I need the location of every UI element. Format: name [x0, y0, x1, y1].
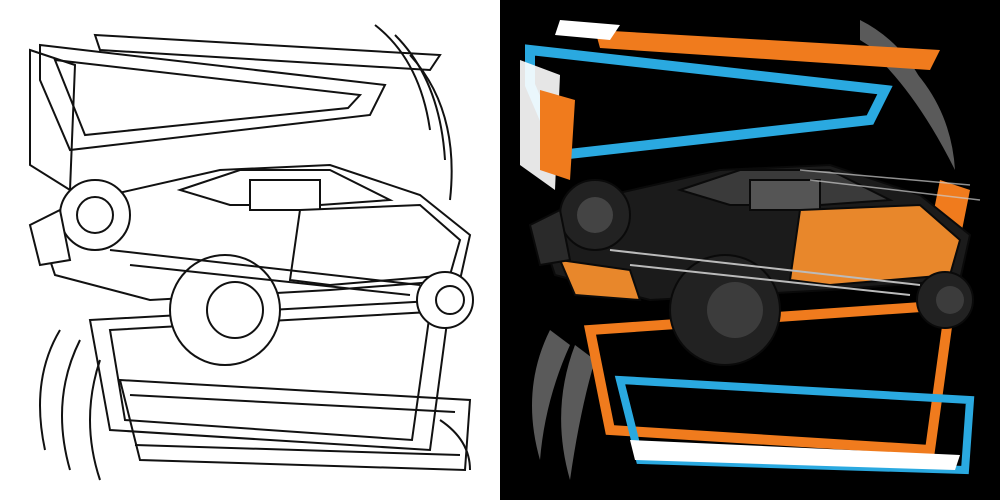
modified-race-car-illustration	[28, 163, 474, 366]
modified-race-car-illustration	[528, 163, 981, 366]
colored-panel	[500, 0, 1000, 500]
speed-swoosh-decoration	[39, 24, 471, 481]
line-art-panel	[28, 24, 474, 481]
line-art-illustration	[28, 24, 474, 481]
colored-illustration	[500, 0, 1000, 500]
